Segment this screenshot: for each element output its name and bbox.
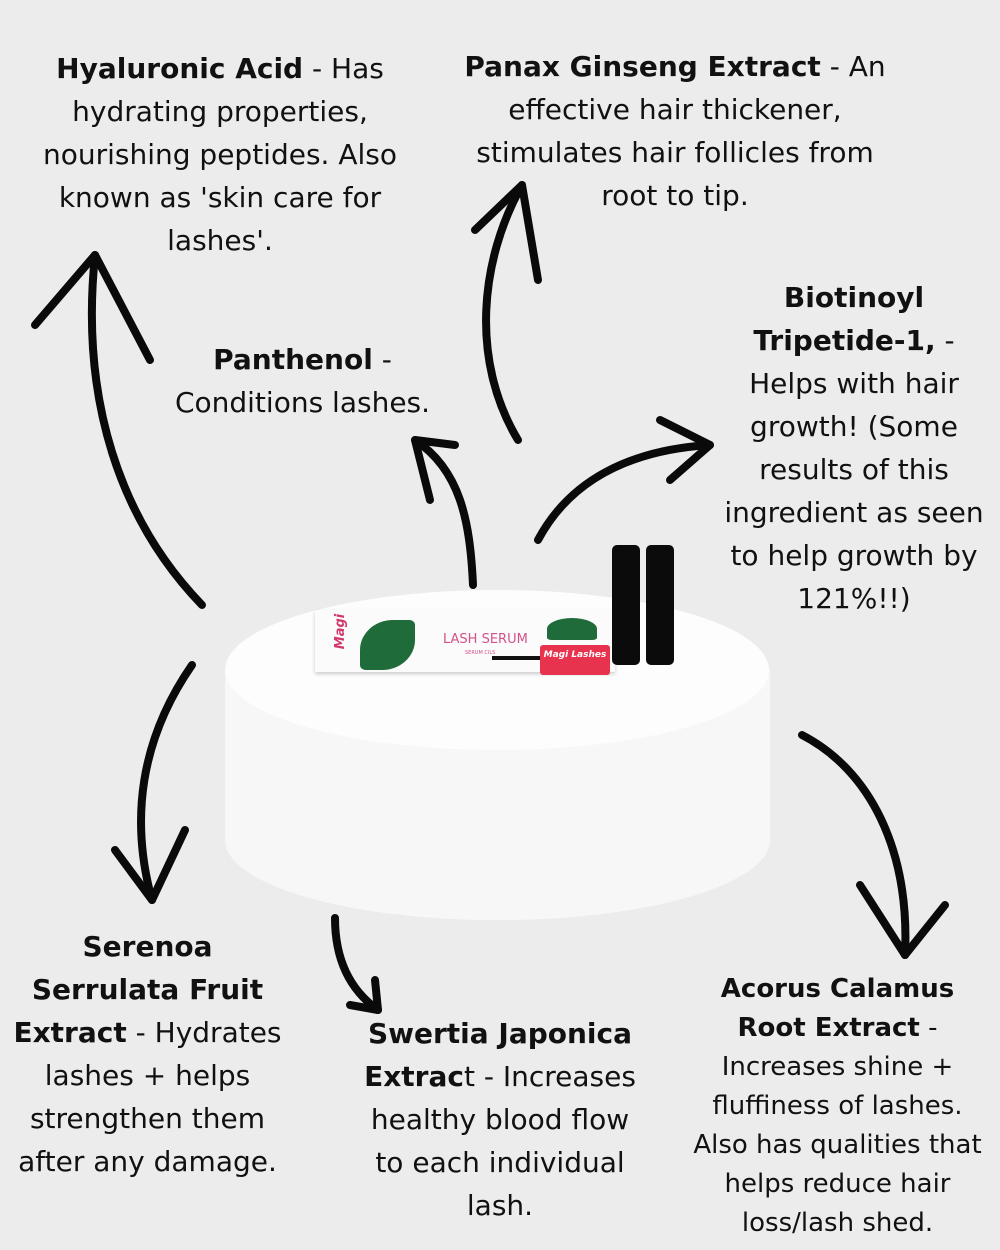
monstera-leaf-icon <box>547 618 597 640</box>
box-label: LASH SERUM <box>443 632 528 647</box>
serum-bottle <box>646 545 674 665</box>
ingredient-serenoa: Serenoa Serrulata Fruit Extract - Hydrat… <box>13 930 282 1178</box>
monstera-leaf-icon <box>360 620 415 670</box>
ingredient-panax: Panax Ginseng Extract - An effective hai… <box>464 50 886 212</box>
arrow-serenoa <box>137 661 196 904</box>
arrow-acorus <box>798 731 910 959</box>
arrow-biotinoyl <box>534 441 714 544</box>
box-sublabel: SERUM CILS <box>465 650 496 656</box>
arrow-panax <box>482 181 526 444</box>
ingredient-biotinoyl: Biotinoyl Tripetide-1, - Helps with hair… <box>724 281 984 615</box>
ingredient-swertia: Swertia Japonica Extract - Increases hea… <box>364 1017 636 1222</box>
arrow-panthenol <box>411 436 477 589</box>
ingredient-acorus: Acorus Calamus Root Extract - Increases … <box>693 974 982 1238</box>
ingredient-hyaluronic: Hyaluronic Acid - Has hydrating properti… <box>42 52 398 257</box>
ingredient-panthenol: Panthenol - Conditions lashes. <box>174 343 431 419</box>
serum-wand <box>492 656 542 660</box>
serum-cap-brand: Magi Lashes <box>540 645 610 675</box>
arrow-hyaluronic <box>87 251 206 609</box>
brand-logo: Magi <box>333 613 349 650</box>
serum-bottle <box>612 545 640 665</box>
arrow-swertia <box>331 914 382 1014</box>
